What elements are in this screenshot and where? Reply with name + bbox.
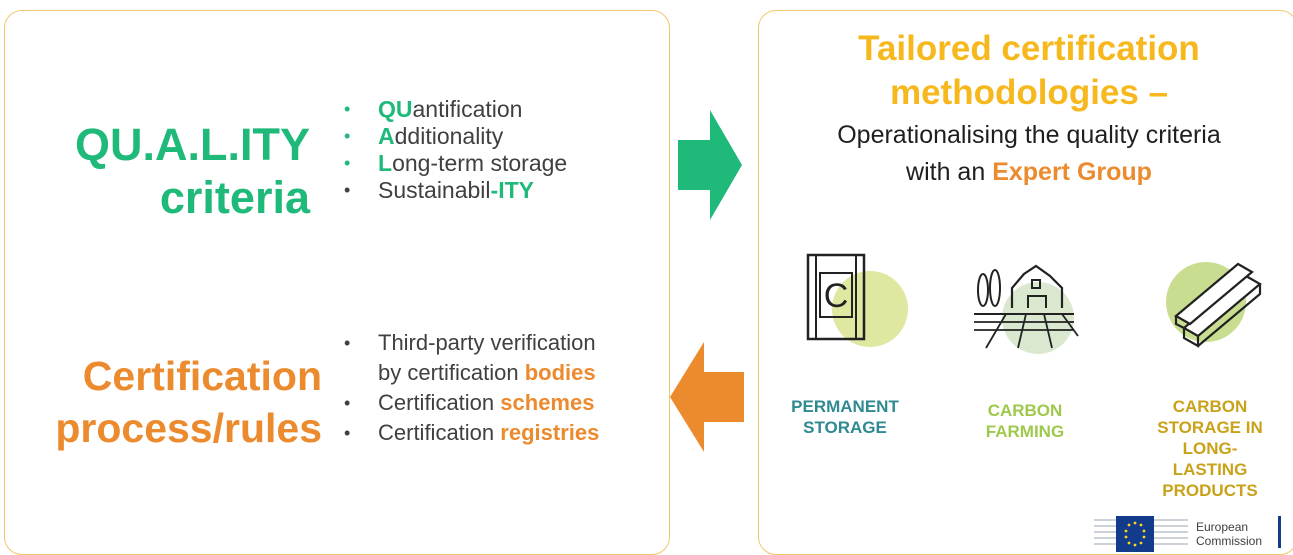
list-item: • Additionality: [340, 123, 567, 150]
methodologies-title-line1: Tailored certification: [858, 29, 1200, 68]
bullet-icon: •: [344, 180, 351, 200]
label-line: STORAGE IN: [1157, 418, 1263, 437]
logo-divider: [1278, 516, 1281, 548]
bullet-icon: •: [344, 333, 351, 353]
arrow-right-icon: [678, 110, 742, 220]
quality-title: QU.A.L.ITY criteria: [20, 118, 310, 224]
bullet-icon: •: [344, 153, 351, 173]
bullet-icon: •: [344, 126, 351, 146]
methodologies-title-line2: methodologies –: [889, 73, 1169, 112]
item-text: antification: [412, 96, 523, 122]
item-text: Certification: [378, 420, 501, 445]
list-item: • QUantification: [340, 96, 567, 123]
quality-title-line2: criteria: [159, 172, 310, 223]
highlight: -ITY: [490, 177, 534, 203]
certification-title-line1: Certification: [82, 353, 322, 399]
quality-list: • QUantification • Additionality • Long-…: [340, 96, 567, 204]
list-item: • Certification registries: [340, 418, 599, 448]
methodologies-sub-line1: Operationalising the quality criteria: [837, 121, 1221, 149]
label-line: CARBON: [987, 401, 1063, 420]
list-item: • Third-party verification by certificat…: [340, 328, 599, 388]
item-text: ong-term storage: [392, 150, 568, 176]
certification-title-line2: process/rules: [55, 405, 322, 451]
farm-icon: [974, 264, 1079, 354]
list-item: • Long-term storage: [340, 150, 567, 177]
expert-group-highlight: Expert Group: [992, 158, 1152, 186]
item-text: dditionality: [394, 123, 504, 149]
logo-text: European Commission: [1196, 520, 1262, 548]
certification-title: Certification process/rules: [20, 350, 322, 454]
highlight: A: [378, 123, 395, 149]
storage-icon: C: [806, 253, 908, 347]
eu-flag-icon: [1094, 516, 1188, 552]
label-line: LONG-: [1182, 439, 1238, 458]
item-text: Third-party verification: [378, 330, 596, 355]
highlight: QU: [378, 96, 413, 122]
arrow-left-icon: [670, 342, 744, 452]
label-line: FARMING: [985, 422, 1065, 441]
category-label-permanent-storage: PERMANENT STORAGE: [780, 396, 910, 438]
methodologies-sub-line2: with an Expert Group: [759, 154, 1293, 190]
highlight: L: [378, 150, 393, 176]
item-text: Sustainabil: [378, 177, 491, 203]
quality-panel: [4, 10, 670, 555]
highlight: bodies: [524, 360, 596, 385]
bullet-icon: •: [344, 99, 351, 119]
timber-icon: [1166, 262, 1262, 348]
logo-line2: Commission: [1196, 534, 1263, 548]
category-label-carbon-farming: CARBON FARMING: [960, 400, 1090, 442]
logo-line1: European: [1196, 520, 1249, 534]
label-line: PERMANENT: [791, 397, 899, 416]
label-line: STORAGE: [803, 418, 887, 437]
highlight: registries: [500, 420, 600, 445]
bullet-icon: •: [344, 423, 351, 443]
category-label-long-lasting-products: CARBON STORAGE IN LONG- LASTING PRODUCTS: [1140, 396, 1280, 501]
item-text: by certification: [378, 360, 525, 385]
list-item: • Certification schemes: [340, 388, 599, 418]
sub-text: with an: [906, 158, 993, 186]
label-line: CARBON: [1172, 397, 1248, 416]
highlight: schemes: [500, 390, 595, 415]
label-line: PRODUCTS: [1162, 481, 1258, 500]
label-line: LASTING: [1172, 460, 1248, 479]
quality-title-line1: QU.A.L.ITY: [75, 119, 310, 170]
certification-list: • Third-party verification by certificat…: [340, 328, 599, 448]
item-text: Certification: [378, 390, 501, 415]
list-item: • Sustainabil-ITY: [340, 177, 567, 204]
bullet-icon: •: [344, 393, 351, 413]
svg-text:C: C: [824, 277, 849, 315]
